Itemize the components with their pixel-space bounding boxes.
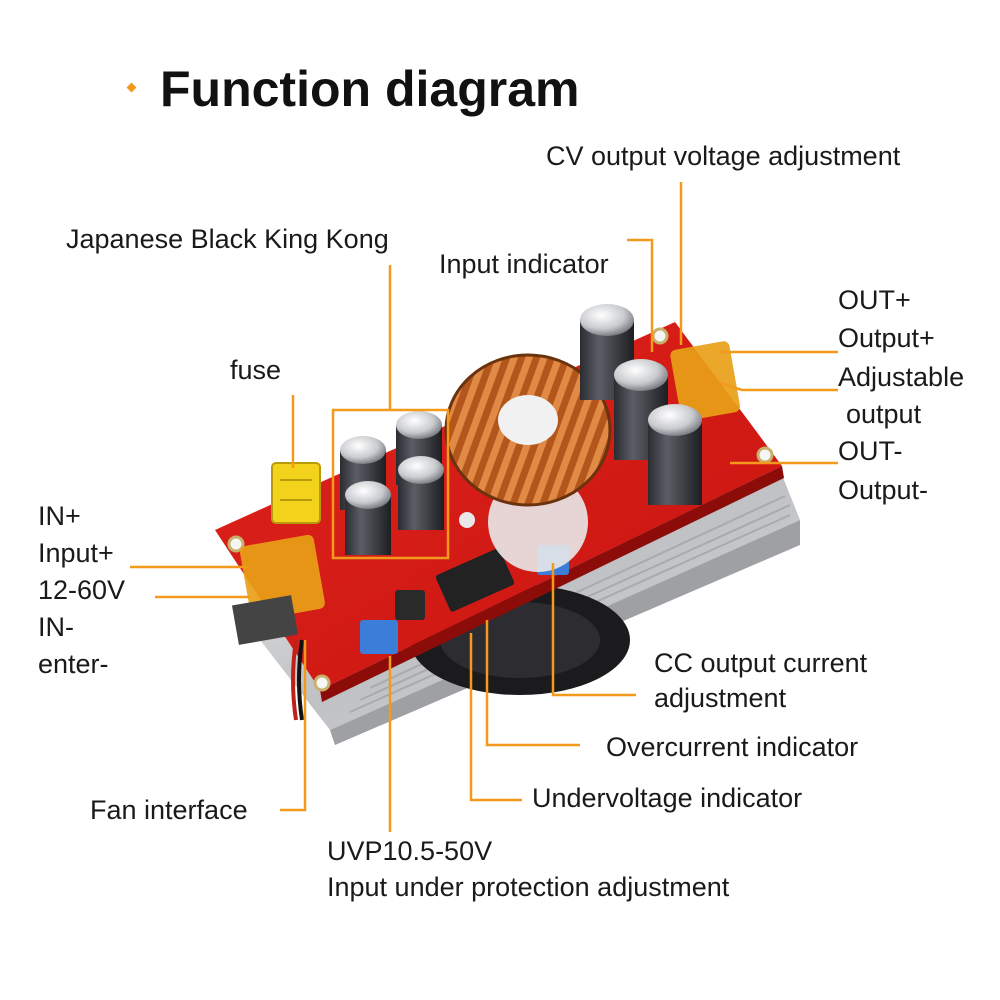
label-fan: Fan interface — [90, 795, 248, 825]
callout-cc-adjust — [551, 563, 636, 697]
callout-undervoltage — [469, 633, 522, 802]
output-terminal-block — [670, 341, 741, 421]
label-output-minus: Output- — [838, 475, 929, 505]
label-enter-minus: enter- — [38, 649, 109, 679]
label-adjustable: Adjustable — [838, 362, 965, 392]
fan-cable — [291, 639, 304, 721]
label-cc-adjust-line1: CC output current — [654, 648, 868, 678]
callout-adjustable — [719, 381, 838, 392]
fuse-component — [271, 462, 321, 524]
label-in-plus: IN+ — [38, 501, 81, 531]
label-output-plus: Output+ — [838, 323, 935, 353]
label-capacitors: Japanese Black King Kong — [66, 224, 389, 254]
label-cv-adjust: CV output voltage adjustment — [546, 141, 901, 171]
capacitor-group-output — [580, 304, 702, 505]
label-input-range: 12-60V — [38, 575, 126, 605]
label-fuse: fuse — [230, 355, 282, 385]
callout-lines — [130, 182, 838, 832]
label-overcurrent: Overcurrent indicator — [606, 732, 859, 762]
label-input-plus: Input+ — [38, 538, 114, 568]
callout-input-indicator — [627, 238, 654, 352]
label-out-plus: OUT+ — [838, 285, 911, 315]
label-uvp-range: UVP10.5-50V — [327, 836, 493, 866]
input-terminal-block — [231, 534, 325, 645]
label-out-minus: OUT- — [838, 436, 903, 466]
callout-overcurrent — [485, 620, 580, 747]
page-title: Function diagram — [160, 61, 580, 117]
capacitor-group-input — [340, 411, 444, 555]
label-uvp-adjust: Input under protection adjustment — [327, 872, 730, 902]
label-undervoltage: Undervoltage indicator — [532, 783, 803, 813]
label-in-minus: IN- — [38, 612, 74, 642]
callout-fan — [280, 640, 307, 812]
toroidal-inductor — [444, 353, 612, 507]
label-cc-adjust-line2: adjustment — [654, 683, 787, 713]
label-output: output — [846, 399, 922, 429]
label-input-indicator: Input indicator — [439, 249, 609, 279]
